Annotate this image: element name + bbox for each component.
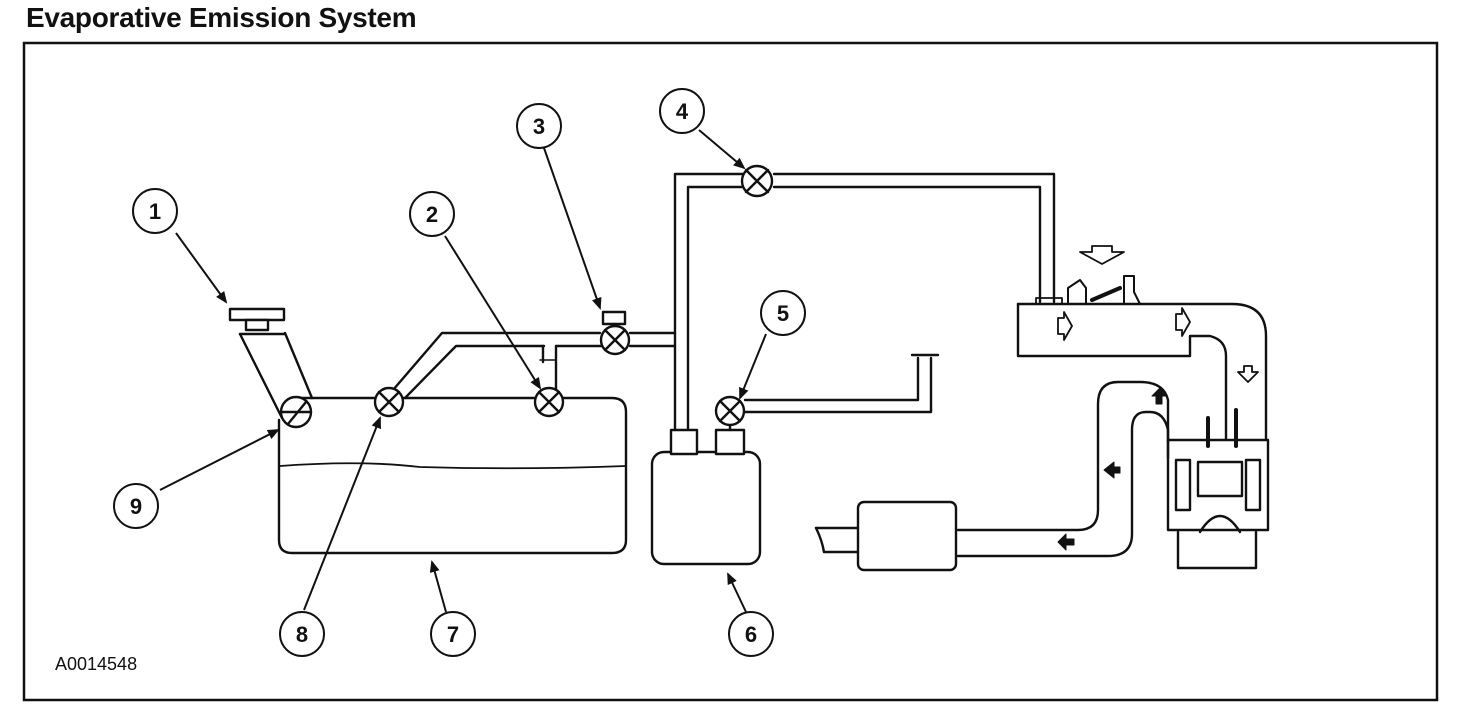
- valve-8: [373, 386, 405, 418]
- valve-2: [533, 386, 565, 418]
- svg-text:8: 8: [296, 622, 308, 647]
- callout-6: 6: [728, 611, 774, 657]
- svg-text:3: 3: [533, 114, 545, 139]
- valve-4: [740, 164, 774, 198]
- callout-3: 3: [516, 103, 562, 149]
- fuel-tank: [277, 396, 628, 555]
- intake-manifold: [1016, 275, 1268, 442]
- callout-1: 1: [132, 188, 178, 234]
- valve-5: [714, 395, 746, 427]
- diagram-frame: [22, 41, 1439, 702]
- callout-5: 5: [760, 290, 806, 336]
- exhaust-system: [814, 380, 1170, 572]
- vent-line: [728, 353, 940, 432]
- figure-code: A0014548: [55, 654, 137, 674]
- svg-text:5: 5: [777, 301, 789, 326]
- fuel-fill-valve-9: [279, 395, 313, 429]
- engine: [1166, 408, 1270, 570]
- svg-text:7: 7: [447, 622, 459, 647]
- svg-text:4: 4: [676, 99, 689, 124]
- svg-text:6: 6: [745, 622, 757, 647]
- filler-neck: [228, 307, 314, 420]
- callout-9: 9: [113, 483, 159, 529]
- callout-8: 8: [279, 611, 325, 657]
- flow-arrows: [1057, 245, 1259, 383]
- valve-3: [599, 310, 631, 356]
- exhaust-flow-arrows: [1057, 387, 1167, 551]
- evap-canister: [650, 428, 762, 566]
- callout-4: 4: [659, 88, 705, 134]
- leader-lines: [159, 129, 767, 613]
- callout-2: 2: [409, 191, 455, 237]
- svg-text:9: 9: [130, 494, 142, 519]
- callout-7: 7: [430, 611, 476, 657]
- diagram-title: Evaporative Emission System: [26, 2, 417, 33]
- canister-supply-line: [673, 172, 1056, 432]
- vapor-line: [391, 331, 677, 400]
- svg-text:1: 1: [149, 199, 161, 224]
- svg-text:2: 2: [426, 202, 438, 227]
